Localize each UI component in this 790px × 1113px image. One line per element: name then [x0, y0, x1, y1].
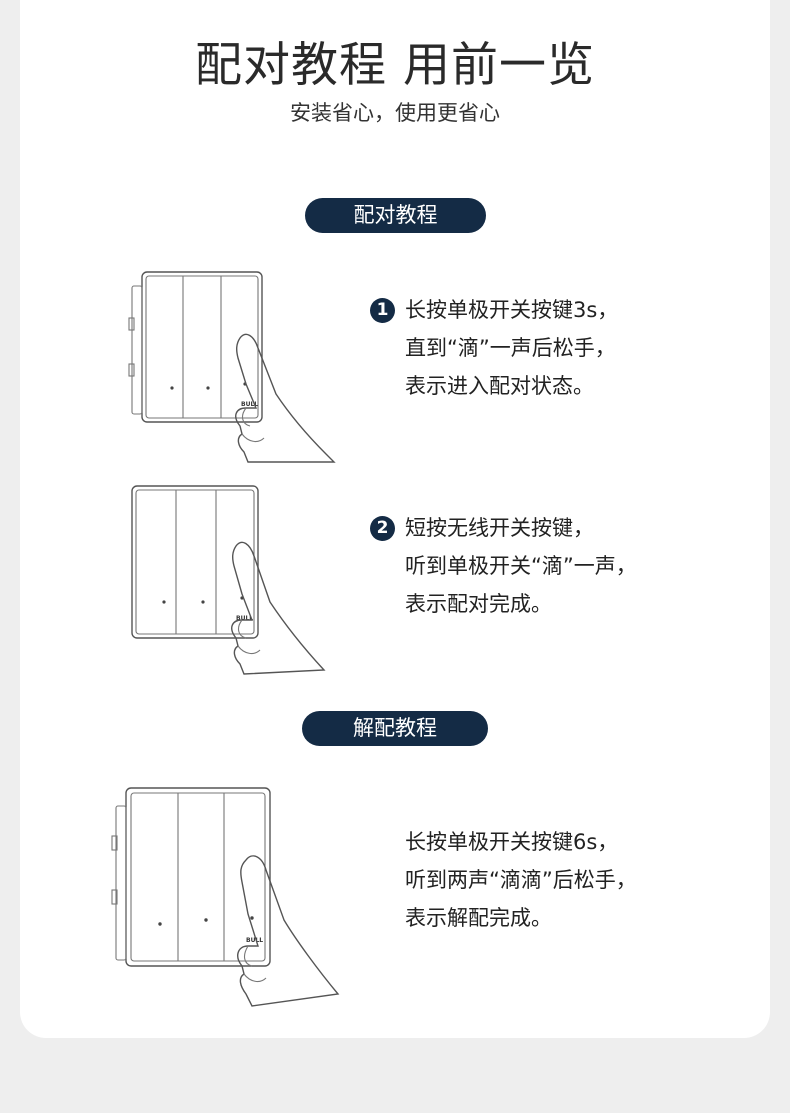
- step-text-line: 听到单极开关“滴”一声，: [405, 554, 637, 578]
- step-text-line: 表示解配完成。: [405, 906, 552, 930]
- switch-press-illustration-3: BULL: [106, 780, 346, 1015]
- step-text-line: 长按单极开关按键3s，: [405, 298, 619, 322]
- switch-press-illustration-1: BULL: [128, 266, 348, 466]
- step-number-badge: 2: [370, 516, 395, 541]
- step-text-line: 直到“滴”一声后松手，: [405, 336, 616, 360]
- step-text-line: 表示配对完成。: [405, 592, 552, 616]
- unpairing-instructions: 长按单极开关按键6s， 听到两声“滴滴”后松手， 表示解配完成。: [405, 823, 637, 937]
- page-subtitle: 安装省心，使用更省心: [290, 101, 500, 125]
- svg-text:BULL: BULL: [236, 615, 253, 622]
- pairing-section-label: 配对教程: [305, 198, 486, 233]
- switch-press-illustration-2: BULL: [124, 480, 344, 680]
- pairing-step-2: 2 短按无线开关按键， 听到单极开关“滴”一声， 表示配对完成。: [370, 509, 637, 623]
- step-text-line: 听到两声“滴滴”后松手，: [405, 868, 637, 892]
- unpairing-section-label: 解配教程: [302, 711, 488, 746]
- svg-text:BULL: BULL: [241, 401, 258, 408]
- content-card: [20, 0, 770, 1038]
- step-text-line: 表示进入配对状态。: [405, 374, 594, 398]
- page-title: 配对教程 用前一览: [195, 38, 595, 93]
- step-text-line: 长按单极开关按键6s，: [405, 830, 619, 854]
- svg-text:BULL: BULL: [246, 937, 263, 944]
- step-text-line: 短按无线开关按键，: [405, 516, 594, 540]
- step-number-badge: 1: [370, 298, 395, 323]
- pairing-step-1: 1 长按单极开关按键3s， 直到“滴”一声后松手， 表示进入配对状态。: [370, 291, 619, 405]
